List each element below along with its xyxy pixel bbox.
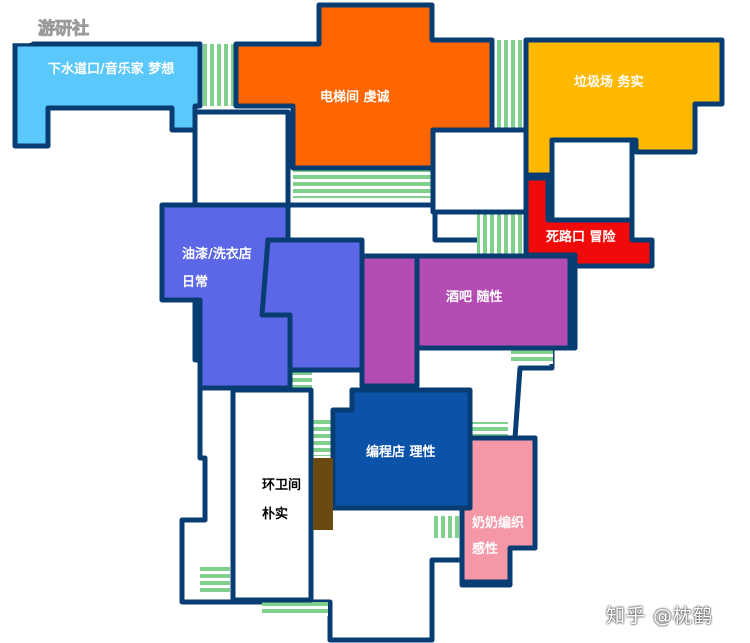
label-plumbing: 下水道口/音乐家 梦想 [48, 61, 174, 77]
label-knit: 奶奶编织 感性 [471, 515, 529, 557]
room-dump [523, 37, 725, 178]
room-laundry-annex [259, 237, 365, 373]
watermark-logo: 游研社 [2, 10, 89, 44]
room-bar [414, 253, 573, 351]
label-deadend: 死路口 冒险 [546, 229, 617, 245]
watermark-logo-icon [2, 10, 36, 44]
label-dump: 垃圾场 务实 [574, 74, 644, 90]
room-labels: 下水道口/音乐家 梦想 电梯间 虔诚 垃圾场 务实 死路口 冒险 油漆/洗衣店 … [48, 61, 644, 557]
label-restroom: 环卫间 朴实 [262, 477, 306, 522]
label-laundry: 油漆/洗衣店 日常 [182, 246, 256, 290]
author-credit: 知乎 @枕鹤 [606, 605, 714, 627]
watermark-text: 游研社 [38, 18, 89, 39]
label-bar: 酒吧 随性 [446, 289, 503, 305]
room-dump-inner-block-1 [430, 127, 529, 215]
room-knit [459, 435, 538, 585]
label-shop: 编程店 理性 [366, 444, 436, 460]
label-elevator: 电梯间 虔诚 [320, 89, 390, 105]
corridor-stripes [200, 40, 553, 616]
restroom-door [313, 458, 333, 530]
room-plumbing [12, 41, 203, 149]
room-restroom [230, 387, 314, 603]
room-bar-hall [359, 253, 420, 389]
room-dump-inner-block-2 [549, 137, 635, 223]
